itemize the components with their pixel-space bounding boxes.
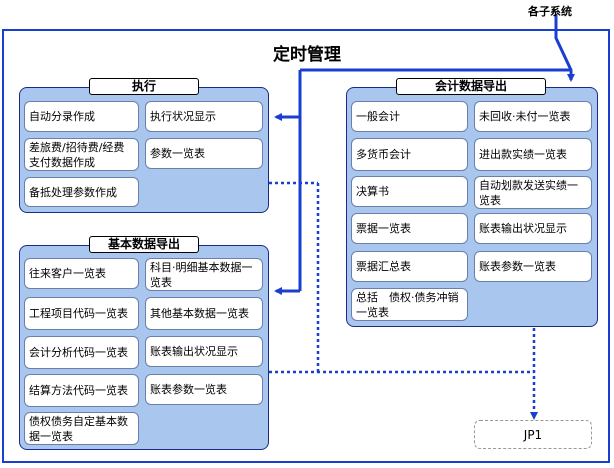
basic-item[interactable]: 科目·明细基本数据一览表	[145, 258, 263, 291]
exec-item[interactable]: 自动分录作成	[24, 101, 139, 132]
outer-frame	[2, 29, 610, 463]
basic-item[interactable]: 账表输出状况显示	[145, 336, 263, 367]
source-label: 各子系统	[528, 5, 572, 18]
basic-item[interactable]: 结算方法代码一览表	[24, 374, 139, 407]
exec-item[interactable]: 执行状况显示	[145, 101, 263, 132]
basic-item[interactable]: 账表参数一览表	[145, 374, 263, 405]
acct-panel-title: 会计数据导出	[396, 78, 546, 95]
basic-item[interactable]: 会计分析代码一览表	[24, 336, 139, 369]
jp1-box: JP1	[474, 420, 592, 449]
basic-item[interactable]: 其他基本数据一览表	[145, 297, 263, 330]
main-title: 定时管理	[273, 45, 341, 65]
acct-item[interactable]: 票据汇总表	[351, 251, 468, 282]
acct-item[interactable]: 自动划款发送实绩一览表	[474, 176, 592, 209]
exec-item[interactable]: 差旅费/招待费/经费支付数据作成	[24, 138, 139, 171]
acct-item[interactable]: 总括 债权·债务冲销一览表	[351, 288, 468, 321]
acct-item[interactable]: 未回收·未付一览表	[474, 101, 592, 132]
basic-item[interactable]: 往来客户一览表	[24, 258, 139, 289]
exec-item[interactable]: 参数一览表	[145, 138, 263, 169]
basic-item[interactable]: 工程项目代码一览表	[24, 297, 139, 330]
acct-item[interactable]: 账表参数一览表	[474, 251, 592, 282]
acct-item[interactable]: 多货币会计	[351, 138, 468, 171]
exec-panel-title: 执行	[89, 78, 199, 95]
exec-item[interactable]: 备抵处理参数作成	[24, 177, 139, 207]
acct-item[interactable]: 一般会计	[351, 101, 468, 132]
acct-item[interactable]: 决算书	[351, 176, 468, 207]
basic-panel-title: 基本数据导出	[89, 236, 199, 253]
basic-item[interactable]: 债权债务自定基本数据一览表	[24, 412, 139, 445]
acct-item[interactable]: 进出款实绩一览表	[474, 138, 592, 171]
acct-item[interactable]: 票据一览表	[351, 213, 468, 244]
source-arrow	[554, 14, 575, 82]
acct-item[interactable]: 账表输出状况显示	[474, 213, 592, 244]
